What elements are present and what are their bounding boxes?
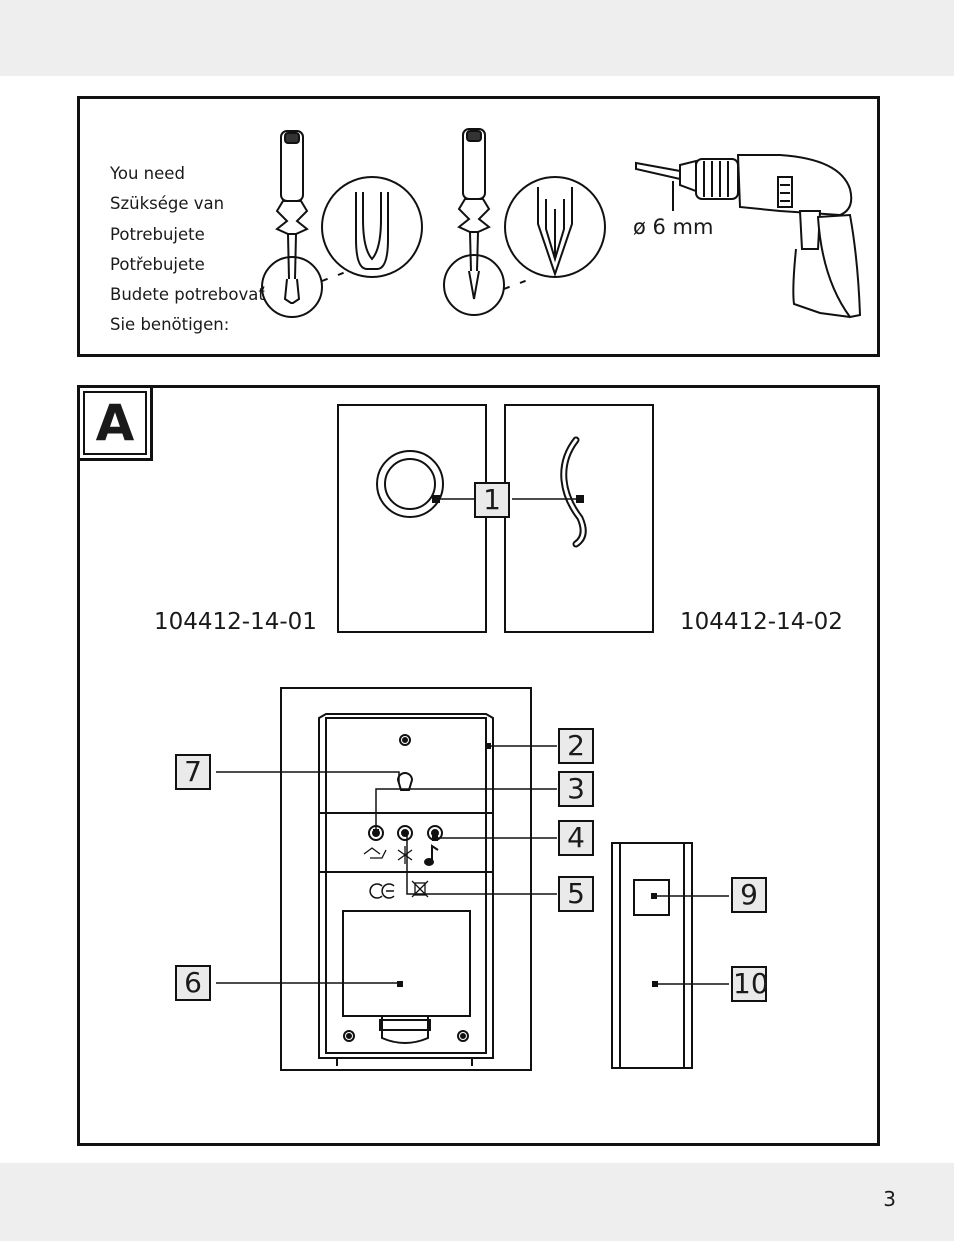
figure-label-badge: A <box>77 385 153 461</box>
callout-1: 1 <box>474 482 510 518</box>
figure-label: A <box>83 391 147 455</box>
bottom-band <box>0 1163 954 1241</box>
flat-screwdriver-icon <box>261 130 423 318</box>
need-label-sk: Budete potrebovať <box>110 285 265 305</box>
cover-variant-02 <box>504 404 654 633</box>
phillips-screwdriver-icon <box>443 128 606 316</box>
drill-icon <box>635 154 862 319</box>
page-number: 3 <box>883 1187 896 1211</box>
need-label-en: You need <box>110 164 185 183</box>
callout-3: 3 <box>558 771 594 807</box>
need-label-de: Sie benötigen: <box>110 315 230 335</box>
figure-a-panel: A 104412-14-01 104412-14-02 <box>77 385 880 1146</box>
need-label-hu: Szüksége van <box>110 194 225 214</box>
top-band <box>0 0 954 76</box>
callout-9: 9 <box>731 877 767 913</box>
callout-leaders <box>216 745 729 985</box>
doorbell-diagram <box>216 404 729 1071</box>
receiver-back <box>280 687 532 1071</box>
callout-7: 7 <box>175 754 211 790</box>
tools-illustration <box>261 128 862 319</box>
you-need-list: You need Szüksége van Potrebujete Potřeb… <box>110 159 265 341</box>
need-label-cz: Potřebujete <box>110 254 205 274</box>
tools-panel: You need Szüksége van Potrebujete Potřeb… <box>77 96 880 357</box>
drill-size-label: ø 6 mm <box>633 215 714 239</box>
callout-5: 5 <box>558 876 594 912</box>
callout-6: 6 <box>175 965 211 1001</box>
callout-10: 10 <box>731 966 769 1002</box>
model-number-right: 104412-14-02 <box>680 609 843 635</box>
model-number-left: 104412-14-01 <box>154 609 317 635</box>
callout-2: 2 <box>558 728 594 764</box>
transmitter <box>611 842 693 1069</box>
cover-variant-01 <box>337 404 487 633</box>
need-label-sl: Potrebujete <box>110 224 205 244</box>
callout-4: 4 <box>558 820 594 856</box>
